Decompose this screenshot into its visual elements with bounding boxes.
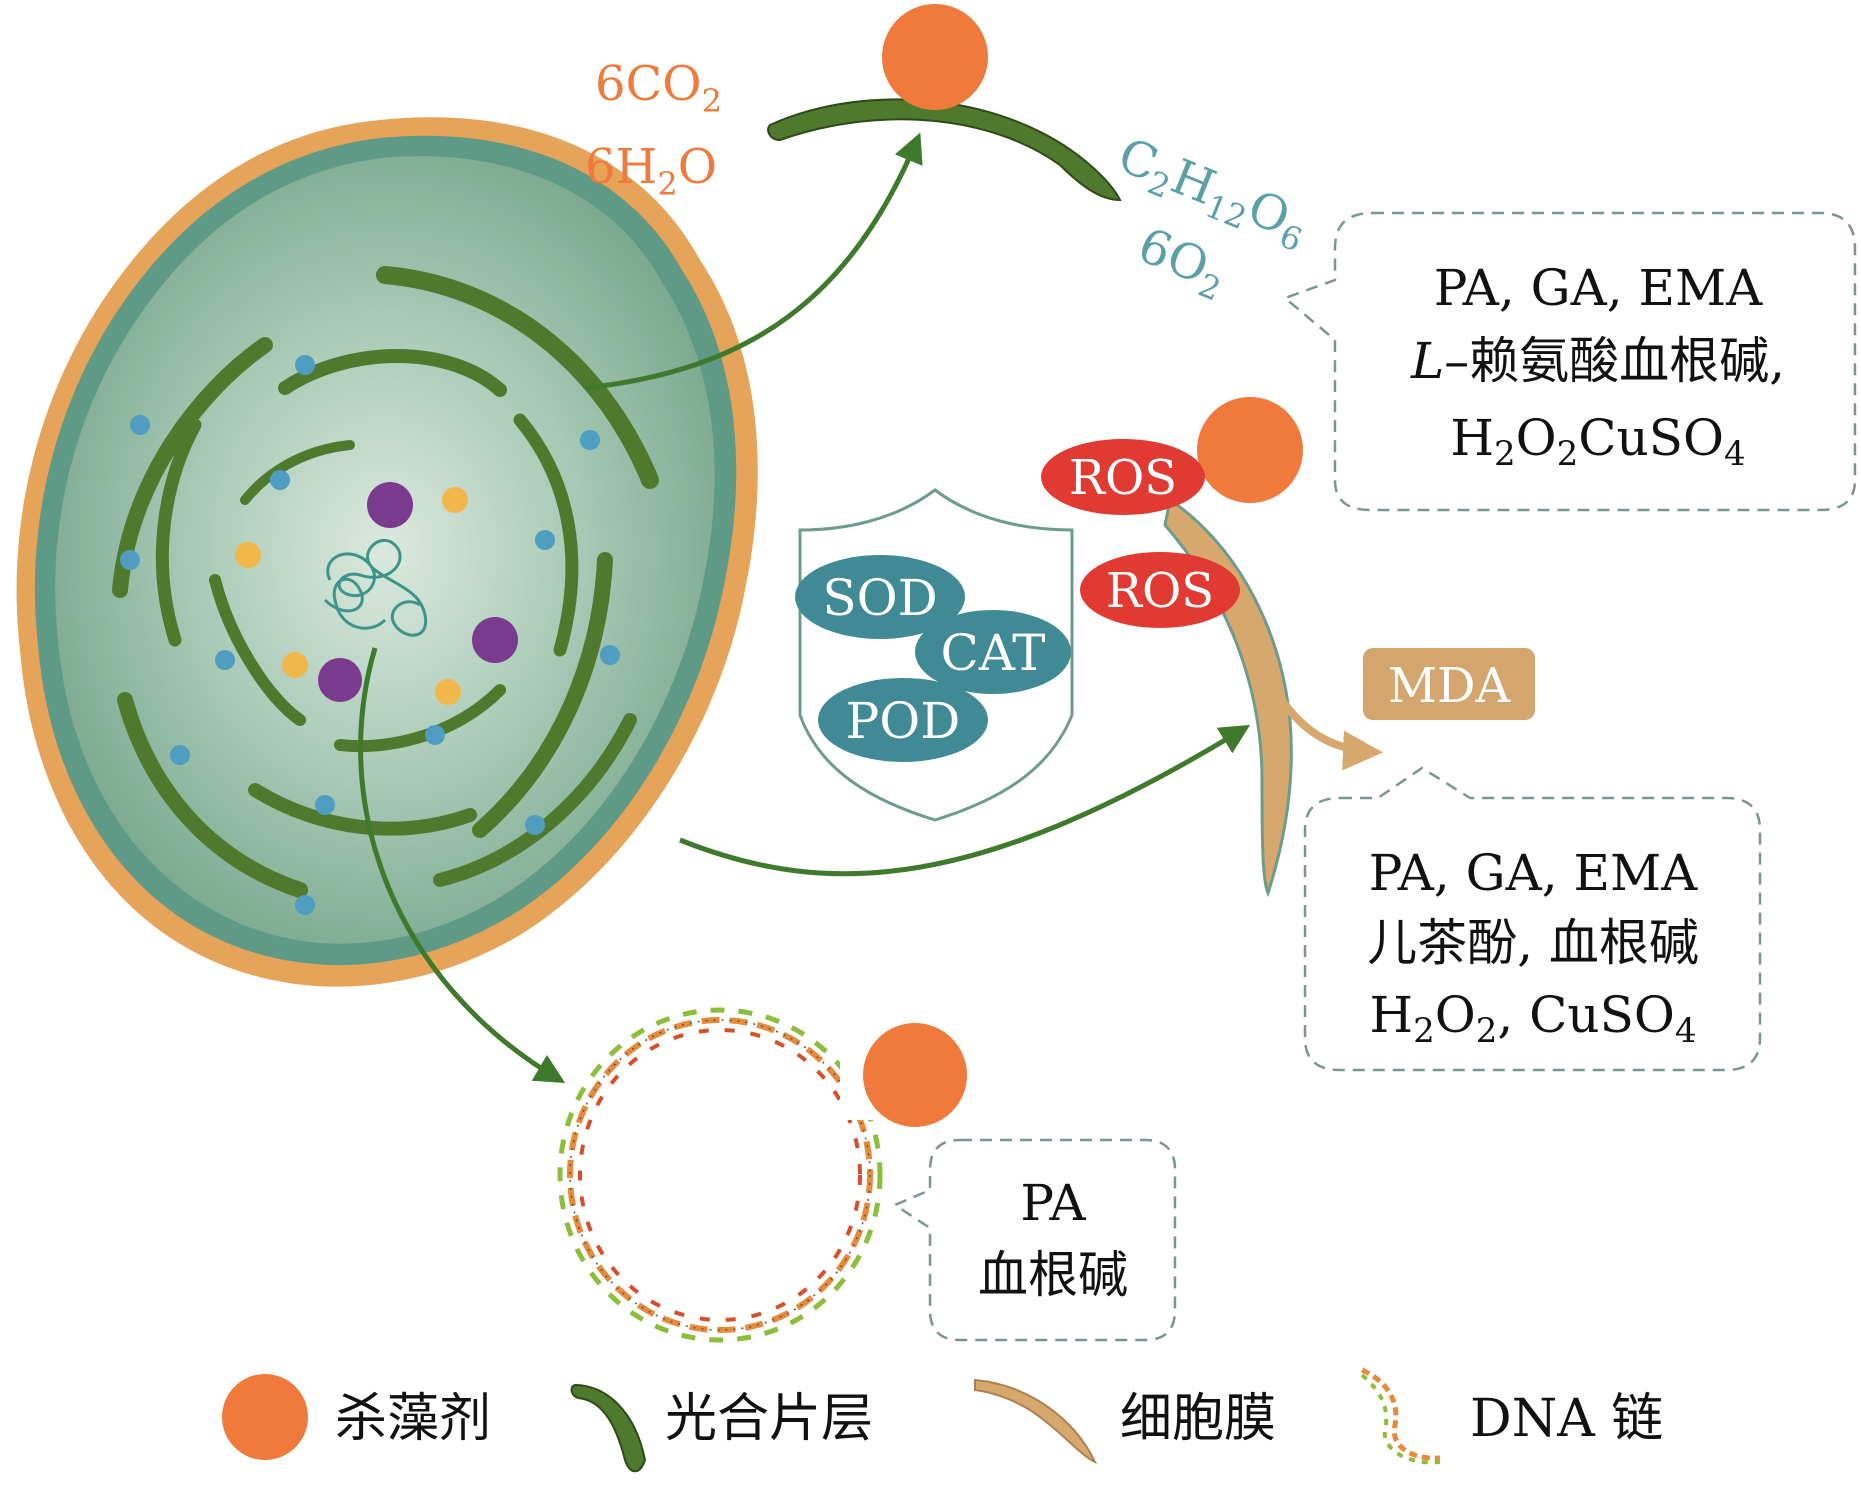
ribosome (580, 430, 600, 450)
sod-enzyme (795, 555, 965, 639)
algal-cell (16, 117, 758, 987)
dna-ring (557, 1007, 883, 1343)
box1-line1: PA, GA, EMA (1434, 259, 1763, 317)
ribosome (270, 470, 290, 490)
product-o2: 6O2 (1128, 217, 1235, 308)
mda-badge (1363, 648, 1535, 720)
thylakoid-7 (209, 574, 306, 726)
yellow-granule (282, 652, 308, 678)
thylakoid-1 (376, 266, 659, 489)
thylakoid-5 (513, 413, 579, 657)
dashed-callout (1303, 766, 1762, 1072)
legend-membrane-swatch (974, 1378, 1098, 1465)
thylakoid-2 (112, 337, 273, 598)
thylakoid-fragment (767, 98, 1122, 202)
box-photosynthesis-inhibitors: PA, GA, EMA L–赖氨酸血根碱, H2O2CuSO4 (1282, 211, 1857, 512)
ribosome (120, 550, 140, 570)
sod-label: SOD (822, 569, 937, 627)
box2-line1: PA, GA, EMA (1369, 844, 1698, 902)
legend-algicide-swatch (222, 1374, 308, 1460)
purple-granule (367, 482, 413, 528)
thylakoid-10 (117, 692, 308, 898)
box-membrane-agents: PA, GA, EMA 儿茶酚, 血根碱 H2O2, CuSO4 (1303, 766, 1762, 1072)
mda-label: MDA (1388, 658, 1512, 714)
arrow-to-dna (358, 647, 566, 1084)
thylakoids (112, 266, 659, 898)
legend-dna-swatch (1360, 1367, 1441, 1465)
thylakoid-9 (472, 552, 613, 838)
legend-membrane-label: 细胞膜 (1120, 1389, 1276, 1449)
dashed-callout (1282, 211, 1857, 512)
cat-enzyme (915, 610, 1071, 694)
nucleoid (323, 538, 428, 637)
ribosome (215, 650, 235, 670)
ribosome (295, 355, 315, 375)
box-dna-agents: PA 血根碱 (892, 1138, 1177, 1342)
antioxidant-enzyme-shield: SOD CAT POD (795, 488, 1074, 822)
dashed-callout (892, 1138, 1177, 1342)
ribosome (315, 795, 335, 815)
ros-middle-label: ROS (1106, 563, 1214, 619)
ribosome (600, 645, 620, 665)
legend-thylakoid-label: 光合片层 (665, 1389, 873, 1449)
mda-arrow (1271, 687, 1383, 771)
reactant-co2: 6CO2 (595, 56, 722, 120)
pod-enzyme (818, 678, 988, 762)
arrows (358, 132, 1251, 1084)
algicide-molecule (863, 1023, 967, 1127)
thylakoid-6 (240, 440, 355, 505)
box1-line3: H2O2CuSO4 (1450, 409, 1745, 474)
ribosome (295, 895, 315, 915)
thylakoid-3 (278, 349, 507, 397)
membrane-section: ROS ROS MDA (1041, 397, 1535, 898)
reactant-h2o: 6H2O (585, 139, 717, 203)
arrow-to-thylakoid (584, 132, 923, 391)
legend-algicide-label: 杀藻剂 (335, 1389, 491, 1449)
ribosome (425, 725, 445, 745)
box2-line3: H2O2, CuSO4 (1369, 986, 1696, 1051)
thylakoid-8 (334, 684, 506, 753)
arrow-to-membrane (679, 724, 1251, 877)
pod-label: POD (846, 692, 961, 750)
ribosome (535, 530, 555, 550)
legend-thylakoid-swatch (570, 1383, 647, 1473)
thylakoid-12 (433, 713, 637, 887)
legend: 杀藻剂 光合片层 细胞膜 DNA 链 (222, 1367, 1663, 1473)
box3-line2: 血根碱 (978, 1246, 1128, 1304)
ribosomes (120, 355, 620, 915)
product-glucose: C2H12O6 (1108, 127, 1316, 259)
ribosome (170, 745, 190, 765)
ros-middle (1080, 552, 1240, 628)
purple-granule (318, 658, 362, 702)
ros-top (1041, 439, 1205, 515)
box1-line2: L–赖氨酸血根碱, (1410, 332, 1785, 390)
cat-label: CAT (941, 624, 1046, 682)
box3-line1: PA (1020, 1174, 1086, 1232)
box2-line2: 儿茶酚, 血根碱 (1367, 914, 1699, 972)
algicide-molecule (1197, 397, 1303, 503)
algicide-molecule (882, 4, 988, 110)
legend-dna-label: DNA 链 (1470, 1389, 1663, 1449)
ros-top-label: ROS (1069, 450, 1177, 506)
yellow-granule (435, 679, 461, 705)
granules (235, 482, 518, 705)
thylakoid-11 (248, 783, 477, 836)
purple-granule (472, 617, 518, 663)
ribosome (130, 415, 150, 435)
yellow-granule (235, 542, 261, 568)
ribosome (525, 815, 545, 835)
yellow-granule (442, 487, 468, 513)
dna-section (557, 1007, 967, 1343)
thylakoid-4 (155, 418, 202, 647)
